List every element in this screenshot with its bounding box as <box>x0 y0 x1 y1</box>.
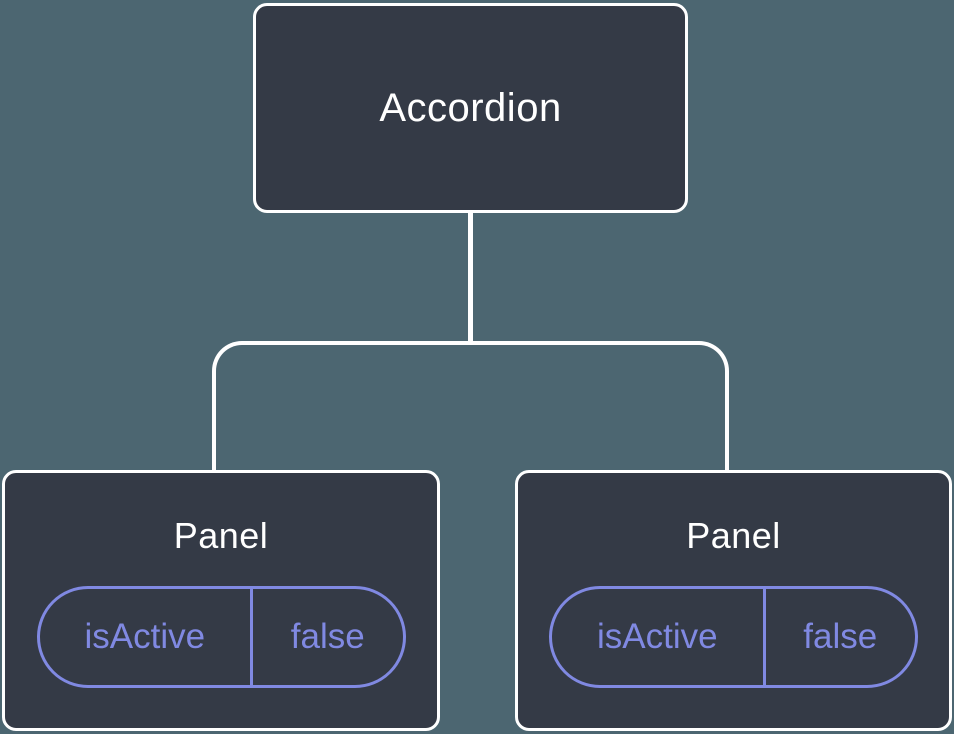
state-value-left: false <box>290 617 365 657</box>
node-accordion: Accordion <box>253 3 688 213</box>
pill-divider-left <box>250 589 254 686</box>
node-panel-left-label: Panel <box>173 515 269 556</box>
connector-stem <box>468 213 473 345</box>
state-name-right: isActive <box>596 617 718 657</box>
connector-bracket <box>212 341 729 472</box>
state-name-left: isActive <box>84 617 206 657</box>
node-accordion-label: Accordion <box>379 85 562 130</box>
node-panel-left: Panel isActive false <box>2 470 440 731</box>
state-pill-left: isActive false <box>36 586 406 689</box>
node-panel-right-label: Panel <box>686 515 781 556</box>
state-pill-right: isActive false <box>549 586 918 689</box>
node-panel-right: Panel isActive false <box>515 470 952 731</box>
state-value-right: false <box>803 617 878 657</box>
pill-divider-right <box>762 589 766 686</box>
